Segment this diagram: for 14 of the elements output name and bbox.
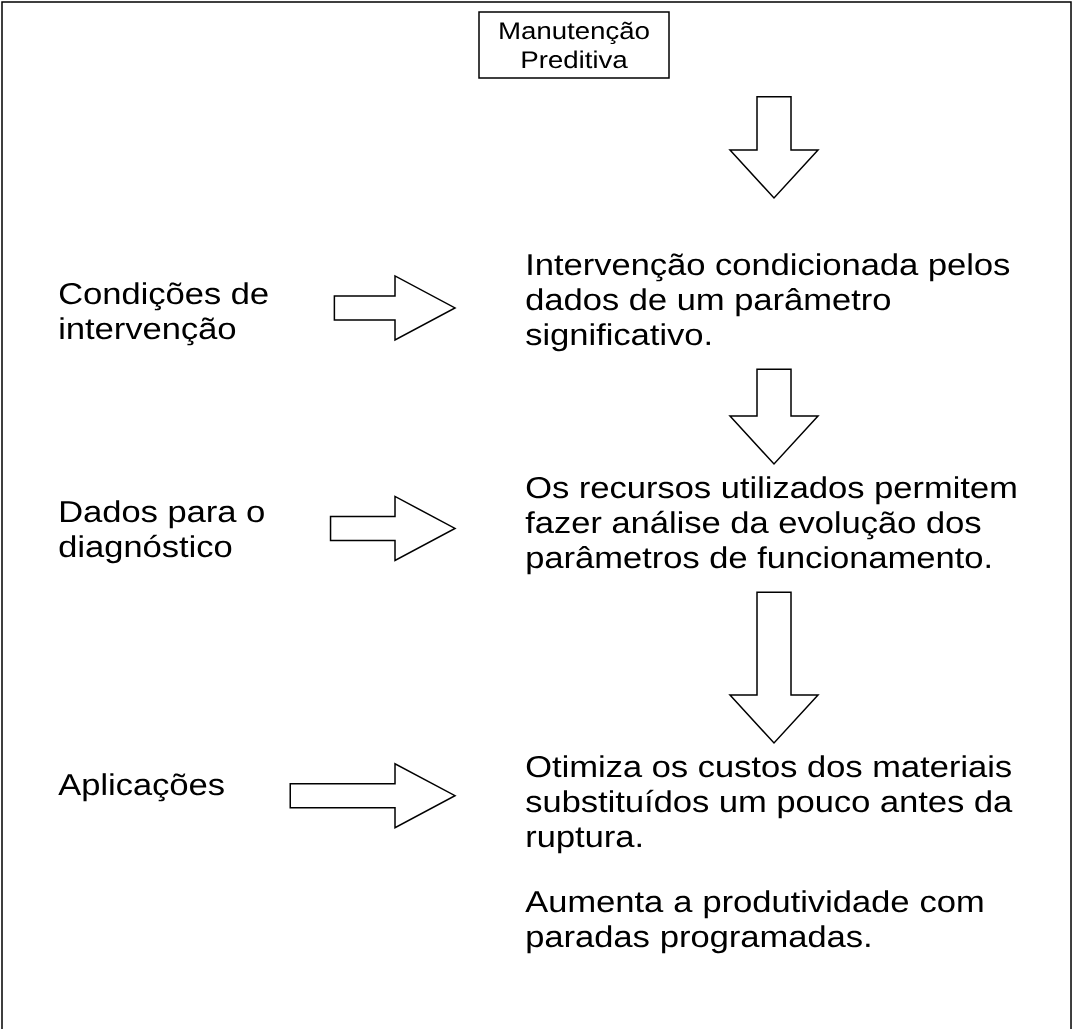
category-label: Aplicações (58, 773, 224, 802)
description-text: Otimiza os custos dos materiais substituídos um pouco antes da ruptura. (526, 755, 1013, 854)
block-arrow (329, 495, 457, 562)
title-box: Manutenção Preditiva (478, 11, 670, 79)
note-text: Aumenta a produtividade com paradas programadas. (525, 890, 983, 954)
block-arrow (289, 762, 457, 829)
category-label: Dados para o diagnóstico (59, 500, 264, 564)
block-arrow (333, 274, 457, 342)
description-text: Os recursos utilizados permitem fazer análise da evolução dos parâmetros de funcionamento. (525, 476, 1016, 575)
block-arrow (728, 368, 820, 466)
block-arrow (728, 96, 820, 200)
block-arrow (728, 591, 820, 745)
category-label: Condições de intervenção (59, 282, 268, 346)
description-text: Intervenção condicionada pelos dados de um parâmetro significativo. (526, 253, 1010, 352)
